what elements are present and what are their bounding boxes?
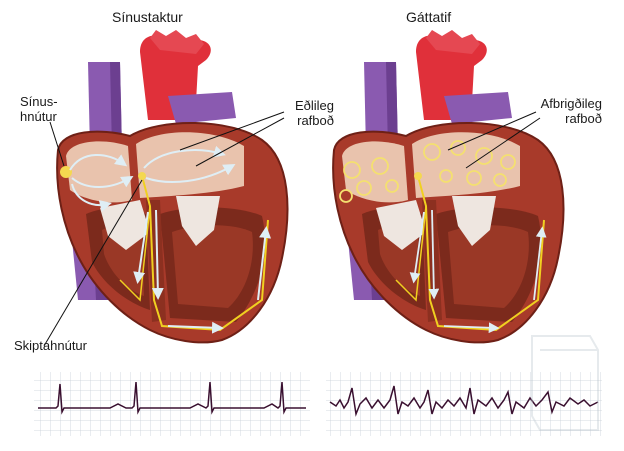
heart-fibrillation — [332, 30, 565, 344]
panel-title-normal: Sínustaktur — [112, 9, 183, 25]
ecg-strip-normal — [34, 372, 310, 436]
leader-lines — [43, 111, 285, 347]
impulse-arrows — [409, 209, 547, 334]
label-normal-impulses-2: rafboð — [297, 113, 334, 128]
valve — [100, 200, 150, 250]
label-sinus-node-2: hnútur — [20, 109, 57, 124]
heart-normal — [56, 30, 289, 344]
panel-title-fibrillation: Gáttatif — [406, 9, 452, 25]
label-sinus-node-1: Sínus- — [20, 94, 58, 109]
ecg-strip-fibrillation — [326, 372, 602, 436]
sinus-node — [60, 166, 72, 178]
valve — [452, 196, 496, 246]
impulse-arrows — [69, 145, 272, 334]
av-node — [138, 172, 146, 180]
valve — [176, 196, 220, 246]
valve — [376, 200, 426, 250]
pulmonary-artery — [444, 92, 512, 124]
abnormal-impulses — [339, 140, 516, 203]
label-av-node: Skiptahnútur — [14, 338, 87, 353]
label-abnormal-impulses-1: Afbrigðileg — [540, 96, 602, 111]
pulmonary-artery — [168, 92, 236, 124]
ecg-trace — [329, 385, 599, 417]
av-node — [414, 172, 422, 180]
ecg-trace — [38, 381, 306, 415]
label-normal-impulses-1: Eðlileg — [294, 98, 334, 113]
label-abnormal-impulses-2: rafboð — [565, 111, 602, 126]
watermark-logo — [531, 335, 599, 431]
